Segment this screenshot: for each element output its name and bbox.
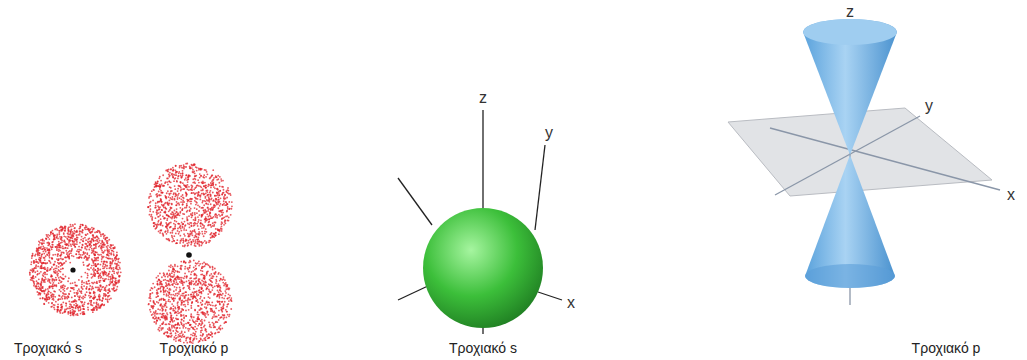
axis-label: z	[846, 3, 854, 21]
axis-label: z	[479, 89, 487, 107]
axis-label: y	[925, 97, 933, 115]
p-orbital-lobes	[728, 19, 1000, 305]
axis-label: x	[1007, 186, 1015, 204]
orbital-caption: Τροχιακό s	[14, 340, 82, 356]
electron-cloud	[29, 163, 233, 344]
orbital-caption: Τροχιακό s	[449, 340, 517, 356]
axis-label: y	[545, 124, 553, 142]
s-orbital-sphere	[398, 110, 562, 334]
orbital-caption: Τροχιακό p	[912, 340, 981, 356]
axis-label: x	[567, 294, 575, 312]
orbital-caption: Τροχιακό p	[160, 340, 229, 356]
